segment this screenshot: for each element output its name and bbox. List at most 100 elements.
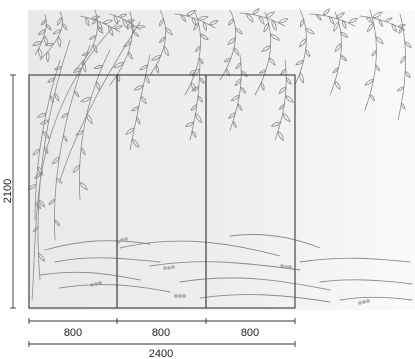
leaf-shape <box>190 104 198 112</box>
leaf-shape <box>365 16 373 24</box>
leaf-shape <box>260 81 265 92</box>
bubble-dot <box>182 294 186 298</box>
leaf-shape <box>80 97 92 103</box>
leaf-shape <box>180 14 187 23</box>
leaf-shape <box>113 25 124 30</box>
leaf-shape <box>295 60 304 66</box>
wave-stroke <box>339 296 413 301</box>
leaf-shape <box>261 45 271 53</box>
leaf-shape <box>252 8 260 15</box>
leaf-shape <box>51 156 60 165</box>
branch-stroke <box>39 11 63 61</box>
leaf-shape <box>92 43 98 54</box>
leaf-shape <box>47 77 56 83</box>
leaf-shape <box>37 29 46 36</box>
wave-stroke <box>44 240 151 251</box>
leaf-shape <box>163 45 169 57</box>
wave-stroke <box>39 271 141 281</box>
leaf-shape <box>113 62 125 68</box>
leaf-shape <box>285 95 295 104</box>
total-width-dimension <box>28 341 296 347</box>
bubble-dot <box>94 282 98 286</box>
leaf-shape <box>316 14 322 21</box>
leaf-shape <box>334 43 342 53</box>
leaf-shape <box>401 102 406 111</box>
panel-1-width-label: 800 <box>64 327 82 339</box>
leaf-shape <box>62 22 68 31</box>
leaf-shape <box>398 24 406 28</box>
panel-frames <box>28 74 296 309</box>
leaf-shape <box>199 77 205 85</box>
leaf-shape <box>333 21 340 32</box>
leaf-shape <box>72 67 83 73</box>
leaf-shape <box>364 79 374 86</box>
leaf-shape <box>234 78 242 87</box>
leaf-shape <box>36 112 47 118</box>
branch-stroke <box>397 13 406 121</box>
leaf-shape <box>62 135 68 143</box>
bubble-dot <box>120 238 124 242</box>
leaf-shape <box>38 47 43 60</box>
bubble-dot <box>171 265 175 269</box>
leaf-shape <box>278 18 289 24</box>
leaf-shape <box>126 19 136 23</box>
leaf-shape <box>145 74 150 84</box>
leaf-shape <box>132 31 140 37</box>
leaf-shape <box>400 55 406 64</box>
leaf-shape <box>102 19 114 24</box>
leaf-shape <box>32 41 43 46</box>
leaf-shape <box>140 95 147 105</box>
bubble-dot <box>366 299 370 303</box>
leaf-shape <box>52 29 62 35</box>
leaf-shape <box>86 113 93 125</box>
leaf-shape <box>128 51 133 60</box>
leaf-shape <box>130 106 140 112</box>
branch-stroke <box>254 11 271 96</box>
leaf-shape <box>150 54 162 61</box>
branch-stroke <box>364 9 377 111</box>
leaf-shape <box>191 130 197 138</box>
leaf-shape <box>332 67 339 74</box>
leaf-shape <box>335 12 346 19</box>
leaf-shape <box>305 48 311 58</box>
leaf-shape <box>404 70 411 79</box>
total-width-label: 2400 <box>149 348 173 359</box>
leaf-shape <box>232 120 237 129</box>
leaf-shape <box>74 90 80 98</box>
leaf-shape <box>133 85 144 91</box>
branch-stroke <box>74 9 98 71</box>
leaf-shape <box>223 57 232 63</box>
leaf-shape <box>40 19 47 26</box>
bubble-dot <box>178 294 182 298</box>
bubble-dot <box>124 237 128 241</box>
leaf-shape <box>80 147 86 156</box>
branch-stroke <box>149 9 166 76</box>
leaf-shape <box>75 130 84 136</box>
panel-3-width-label: 800 <box>241 327 259 339</box>
branch-stroke <box>219 9 236 81</box>
willow-trunk-stroke <box>31 19 121 301</box>
wave-stroke <box>59 284 171 293</box>
willow-artwork <box>27 8 412 301</box>
wave-stroke <box>119 240 281 257</box>
leaf-shape <box>27 184 37 190</box>
leaf-shape <box>271 19 277 31</box>
leaf-shape <box>322 8 331 16</box>
leaf-shape <box>32 148 41 156</box>
leaf-shape <box>81 52 90 56</box>
leaf-shape <box>366 22 374 33</box>
leaf-shape <box>199 33 209 41</box>
leaf-shape <box>375 64 380 72</box>
leaf-shape <box>348 17 359 24</box>
bubble-dot <box>358 301 362 305</box>
leaf-shape <box>42 130 50 140</box>
leaf-shape <box>155 64 160 74</box>
branch-stroke <box>359 15 406 31</box>
leaf-shape <box>43 35 48 46</box>
leaf-shape <box>270 121 282 127</box>
leaf-shape <box>164 27 173 36</box>
leaf-shape <box>240 70 248 78</box>
leaf-shape <box>385 17 393 22</box>
leaf-shape <box>96 20 103 30</box>
leaf-shape <box>184 121 195 128</box>
